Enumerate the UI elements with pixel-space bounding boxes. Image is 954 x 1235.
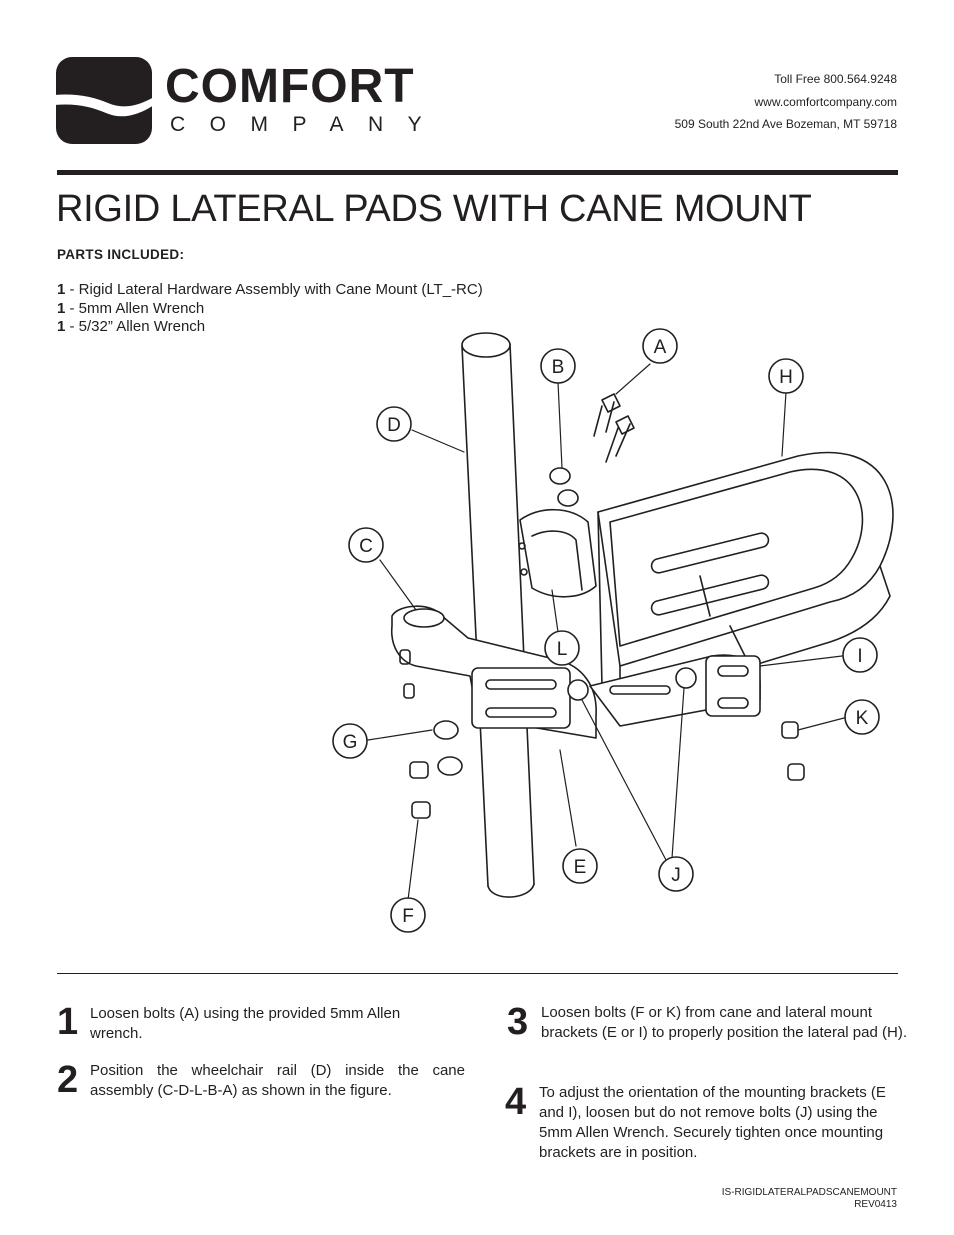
bolt-k-bottom	[787, 763, 805, 781]
callout-l-text: L	[557, 639, 568, 660]
parts-item-desc: - 5/32” Allen Wrench	[65, 318, 206, 335]
lateral-bracket-drawing	[589, 654, 761, 727]
contact-block: Toll Free 800.564.9248 www.comfortcompan…	[675, 68, 897, 136]
step-1-number: 1	[57, 1001, 79, 1043]
company-logo-icon	[56, 57, 152, 144]
callout-e-text: E	[574, 857, 587, 878]
contact-website: www.comfortcompany.com	[754, 94, 897, 109]
callout-g: G	[332, 723, 368, 759]
bolt-g	[409, 761, 429, 779]
parts-item-desc: - Rigid Lateral Hardware Assembly with C…	[65, 281, 483, 298]
step-4-number: 4	[505, 1081, 527, 1123]
step-1-text: Loosen bolts (A) using the provided 5mm …	[90, 1005, 401, 1042]
parts-item-qty: 1	[57, 318, 66, 335]
steps-divider	[57, 973, 898, 974]
contact-phone: Toll Free 800.564.9248	[774, 72, 897, 86]
brand-name: COMFORT	[165, 60, 415, 113]
callout-h-text: H	[779, 367, 793, 388]
bolt-f	[411, 801, 431, 819]
step-4-text: To adjust the orientation of the mountin…	[539, 1084, 886, 1161]
brand-subname: COMPANY	[170, 113, 447, 136]
callout-l: L	[544, 630, 580, 666]
parts-heading: PARTS INCLUDED:	[57, 247, 185, 262]
parts-item: 1 - 5mm Allen Wrench	[57, 300, 483, 319]
assembly-diagram: A B C D E F G H I J K L	[332, 328, 894, 933]
bolt-j-right	[675, 667, 697, 689]
cane-clamp-drawing	[518, 509, 597, 598]
leader-lines	[367, 363, 845, 901]
callout-j: J	[658, 856, 694, 892]
step-3-text: Loosen bolts (F or K) from cane and late…	[541, 1004, 907, 1041]
callout-b-text: B	[552, 357, 565, 378]
callout-i: I	[842, 637, 878, 673]
washer-g-top	[433, 720, 459, 740]
document-revision: REV0413	[854, 1199, 897, 1210]
callout-a: A	[642, 328, 678, 364]
callout-c-text: C	[359, 536, 373, 557]
callout-a-text: A	[654, 337, 667, 358]
bolt-k-top	[781, 721, 799, 739]
callout-d-text: D	[387, 415, 401, 436]
wheelchair-rail-drawing	[461, 332, 535, 898]
bolts-a-drawing	[593, 393, 635, 463]
callout-k-text: K	[856, 708, 869, 729]
step-2-number: 2	[57, 1059, 79, 1101]
cane-bracket-drawing	[391, 605, 597, 739]
washer-b-bottom	[557, 489, 579, 507]
callout-e: E	[562, 848, 598, 884]
page-title: RIGID LATERAL PADS WITH CANE MOUNT	[56, 188, 812, 230]
callout-i-text: I	[857, 646, 862, 667]
contact-address: 509 South 22nd Ave Bozeman, MT 59718	[674, 117, 897, 131]
document-code: IS-RIGIDLATERALPADSCANEMOUNT	[721, 1187, 897, 1198]
parts-item-qty: 1	[57, 299, 66, 317]
document-code-block: IS-RIGIDLATERALPADSCANEMOUNT REV0413	[722, 1187, 897, 1211]
parts-item-desc: - 5mm Allen Wrench	[65, 299, 205, 317]
callout-f: F	[390, 897, 426, 933]
washer-b-top	[549, 467, 571, 485]
parts-list: 1 - Rigid Lateral Hardware Assembly with…	[57, 281, 483, 337]
bolt-j-left	[567, 679, 589, 701]
washer-g-bottom	[437, 756, 463, 776]
parts-item: 1 - Rigid Lateral Hardware Assembly with…	[57, 281, 483, 300]
step-2-text: Position the wheelchair rail (D) inside …	[90, 1062, 465, 1099]
callout-f-text: F	[402, 906, 414, 927]
callout-d: D	[376, 406, 412, 442]
parts-item: 1 - 5/32” Allen Wrench	[57, 318, 483, 337]
header-divider	[57, 170, 898, 175]
callout-b: B	[540, 348, 576, 384]
step-3-number: 3	[507, 1001, 529, 1043]
parts-item-qty: 1	[57, 281, 66, 298]
callout-j-text: J	[671, 865, 681, 886]
callout-c: C	[348, 527, 384, 563]
callout-g-text: G	[343, 732, 358, 753]
callout-h: H	[768, 358, 804, 394]
callout-k: K	[844, 699, 880, 735]
